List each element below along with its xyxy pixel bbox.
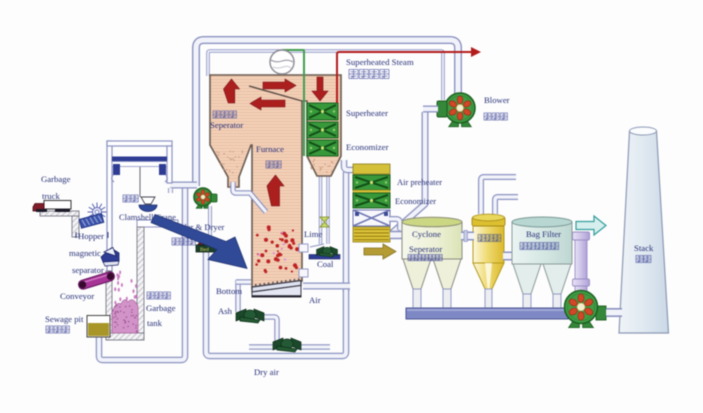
svg-text:Bed: Bed xyxy=(200,247,209,253)
svg-text:Sewage pit: Sewage pit xyxy=(45,314,84,324)
svg-text:magnetic: magnetic xyxy=(69,248,101,258)
svg-text:Hopper: Hopper xyxy=(78,231,104,241)
svg-text:Stack: Stack xyxy=(634,243,654,253)
svg-text:Lime: Lime xyxy=(304,229,322,239)
svg-text:Superheated Steam: Superheated Steam xyxy=(346,57,414,67)
svg-text:Garbage: Garbage xyxy=(146,303,176,313)
svg-text:separator: separator xyxy=(72,265,104,275)
svg-text:Cyclone: Cyclone xyxy=(412,229,441,239)
svg-text:Conveyor: Conveyor xyxy=(60,291,94,301)
svg-text:Bag Filter: Bag Filter xyxy=(526,229,561,239)
svg-text:Air: Air xyxy=(309,295,321,305)
svg-text:tank: tank xyxy=(147,318,163,328)
svg-text:Furnace: Furnace xyxy=(256,144,284,154)
svg-text:Air preheater: Air preheater xyxy=(397,177,442,187)
svg-text:Economizer: Economizer xyxy=(346,142,389,152)
svg-text:Ash: Ash xyxy=(218,306,233,316)
svg-text:Coal: Coal xyxy=(317,259,334,269)
svg-text:Seperator: Seperator xyxy=(409,244,442,254)
svg-text:Clamshell Crane: Clamshell Crane xyxy=(119,212,176,222)
svg-text:Dry air: Dry air xyxy=(254,367,279,377)
svg-text:Economizer: Economizer xyxy=(395,196,436,206)
svg-text:Blower: Blower xyxy=(484,95,510,105)
svg-text:Garbage: Garbage xyxy=(41,174,71,184)
svg-text:Feeder & Dryer: Feeder & Dryer xyxy=(170,222,225,232)
svg-text:Superheater: Superheater xyxy=(346,108,388,118)
svg-text:Seperator: Seperator xyxy=(210,120,243,130)
svg-text:truck: truck xyxy=(42,191,61,201)
svg-text:Bottom: Bottom xyxy=(216,286,242,296)
